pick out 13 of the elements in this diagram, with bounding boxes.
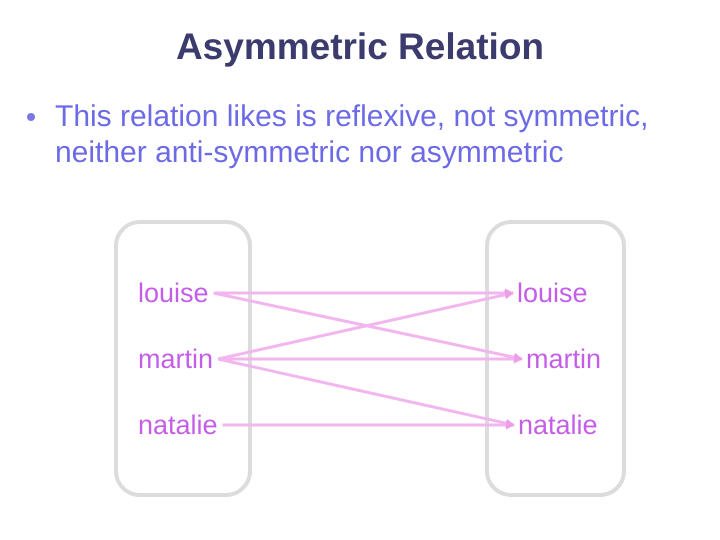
arrow — [222, 420, 515, 430]
element-label: natalie — [518, 409, 598, 441]
element-label: louise — [138, 277, 209, 309]
element-label: natalie — [138, 409, 218, 441]
element-label: louise — [517, 277, 588, 309]
element-label: martin — [138, 343, 214, 375]
bullet-text: This relation likes is reflexive, not symmetric, neither anti-symmetric nor asymmetric — [55, 99, 650, 171]
arrow — [218, 358, 515, 428]
set-container — [485, 220, 626, 497]
slide-title: Asymmetric Relation — [174, 25, 546, 69]
arrow — [214, 288, 514, 298]
element-label: martin — [526, 343, 602, 375]
set-container — [114, 220, 252, 497]
